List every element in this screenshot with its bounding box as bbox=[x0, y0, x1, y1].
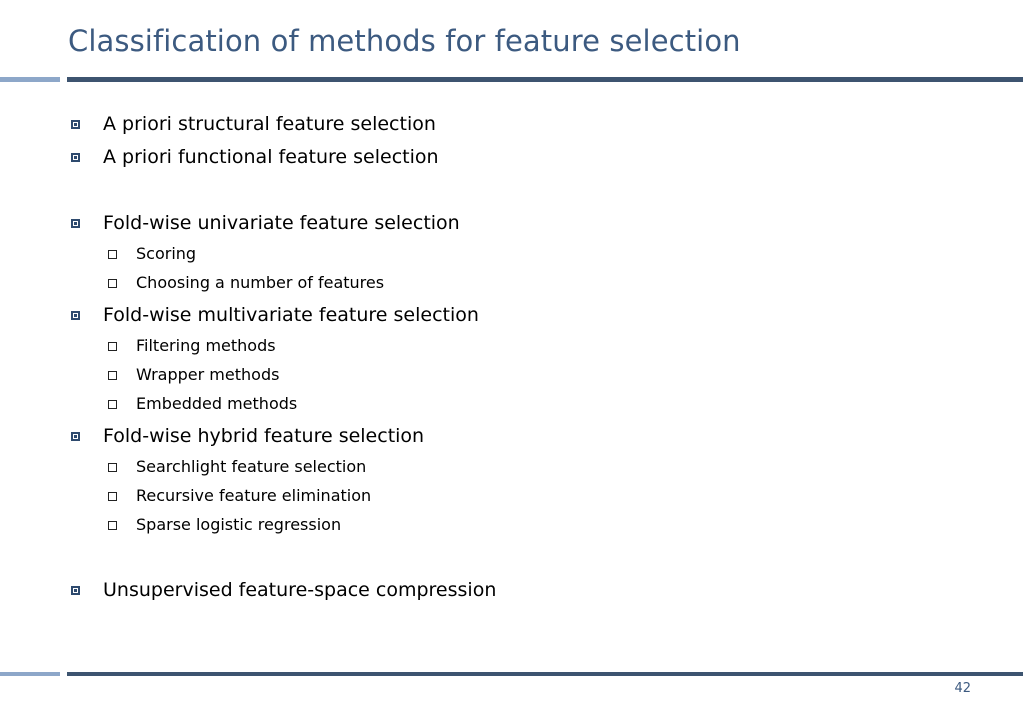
hollow-square-bullet-icon bbox=[108, 520, 117, 530]
sub-bullet-text: Recursive feature elimination bbox=[136, 486, 372, 505]
bullet-text: Fold-wise hybrid feature selection bbox=[103, 425, 425, 447]
page-number: 42 bbox=[954, 681, 971, 696]
top-rule bbox=[67, 77, 1023, 82]
square-bullet-icon bbox=[71, 311, 80, 320]
hollow-square-bullet-icon bbox=[108, 278, 117, 288]
bullet-text: Fold-wise univariate feature selection bbox=[103, 212, 460, 234]
sub-bullet-item: Sparse logistic regression bbox=[108, 515, 341, 534]
bullet-item: Unsupervised feature-space compression bbox=[71, 579, 496, 601]
bullet-item: A priori functional feature selection bbox=[71, 146, 439, 168]
sub-bullet-item: Embedded methods bbox=[108, 394, 297, 413]
bullet-text: Unsupervised feature-space compression bbox=[103, 579, 497, 601]
bullet-text: A priori functional feature selection bbox=[103, 146, 439, 168]
square-bullet-icon bbox=[71, 586, 80, 595]
bullet-item: Fold-wise multivariate feature selection bbox=[71, 304, 479, 326]
hollow-square-bullet-icon bbox=[108, 491, 117, 501]
bottom-rule bbox=[67, 672, 1023, 676]
sub-bullet-item: Recursive feature elimination bbox=[108, 486, 371, 505]
sub-bullet-text: Embedded methods bbox=[136, 394, 298, 413]
square-bullet-icon bbox=[71, 219, 80, 228]
bullet-text: A priori structural feature selection bbox=[103, 113, 436, 135]
sub-bullet-text: Searchlight feature selection bbox=[136, 457, 367, 476]
sub-bullet-text: Scoring bbox=[136, 244, 197, 263]
slide-title: Classification of methods for feature se… bbox=[68, 24, 741, 58]
hollow-square-bullet-icon bbox=[108, 341, 117, 351]
square-bullet-icon bbox=[71, 153, 80, 162]
sub-bullet-text: Choosing a number of features bbox=[136, 273, 385, 292]
sub-bullet-text: Wrapper methods bbox=[136, 365, 280, 384]
hollow-square-bullet-icon bbox=[108, 399, 117, 409]
top-rule-accent bbox=[0, 77, 60, 82]
sub-bullet-item: Filtering methods bbox=[108, 336, 276, 355]
square-bullet-icon bbox=[71, 120, 80, 129]
sub-bullet-item: Scoring bbox=[108, 244, 196, 263]
hollow-square-bullet-icon bbox=[108, 462, 117, 472]
bottom-rule-accent bbox=[0, 672, 60, 676]
hollow-square-bullet-icon bbox=[108, 249, 117, 259]
square-bullet-icon bbox=[71, 432, 80, 441]
bullet-item: Fold-wise hybrid feature selection bbox=[71, 425, 424, 447]
bullet-item: Fold-wise univariate feature selection bbox=[71, 212, 460, 234]
sub-bullet-text: Sparse logistic regression bbox=[136, 515, 342, 534]
bullet-item: A priori structural feature selection bbox=[71, 113, 436, 135]
sub-bullet-item: Wrapper methods bbox=[108, 365, 279, 384]
bullet-text: Fold-wise multivariate feature selection bbox=[103, 304, 479, 326]
sub-bullet-text: Filtering methods bbox=[136, 336, 276, 355]
sub-bullet-item: Choosing a number of features bbox=[108, 273, 384, 292]
hollow-square-bullet-icon bbox=[108, 370, 117, 380]
sub-bullet-item: Searchlight feature selection bbox=[108, 457, 366, 476]
